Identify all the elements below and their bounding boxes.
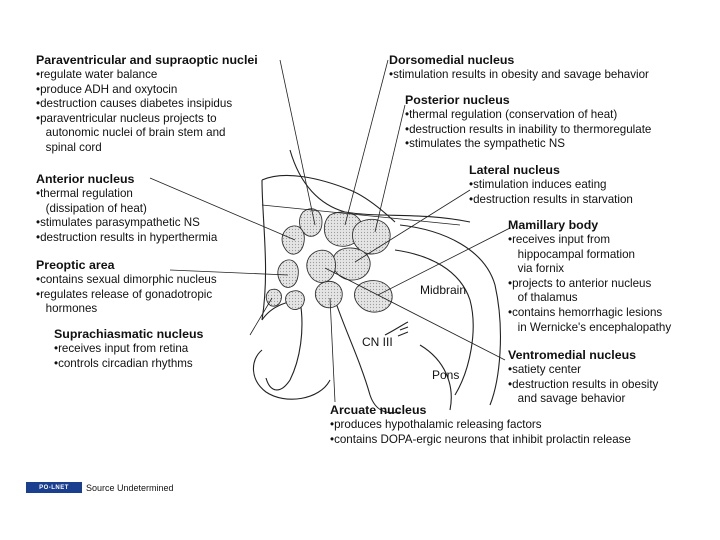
pons-outline (419, 344, 452, 411)
paraventricular-cont: autonomic nuclei of brain stem and (45, 126, 226, 140)
mamillary-item: receives input from (508, 233, 671, 248)
leader-mamillary (377, 227, 511, 296)
leader-ventromedial (324, 267, 506, 361)
pons-label: Pons (432, 368, 460, 382)
paraventricular-item: regulate water balance (36, 68, 258, 83)
suprachiasmatic-item: controls circadian rhythms (54, 357, 203, 372)
pituitary-outline (252, 349, 331, 400)
annotation-preoptic: Preoptic area contains sexual dimorphic … (36, 258, 217, 317)
dorsomedial-item: stimulation results in obesity and savag… (389, 68, 649, 83)
source-logo: PO-LNET (26, 482, 82, 493)
nucleus-ventromedial (306, 249, 336, 283)
annotation-posterior: Posterior nucleus thermal regulation (co… (405, 93, 651, 152)
anterior-item: stimulates parasympathetic NS (36, 216, 217, 231)
infundibulum (265, 299, 303, 391)
annotation-suprachiasmatic: Suprachiasmatic nucleus receives input f… (54, 327, 203, 371)
paraventricular-cont: spinal cord (45, 140, 102, 154)
paraventricular-item: produce ADH and oxytocin (36, 83, 258, 98)
annotation-arcuate: Arcuate nucleus produces hypothalamic re… (330, 403, 631, 447)
mamillary-title: Mamillary body (508, 218, 599, 232)
ventromedial-cont: and savage behavior (517, 392, 626, 406)
leader-suprachiasmatic (249, 297, 273, 336)
ventromedial-item: satiety center (508, 363, 658, 378)
footer: PO-LNET Source Undetermined (26, 482, 174, 493)
mamillary-cont: of thalamus (517, 291, 578, 305)
posterior-title: Posterior nucleus (405, 93, 510, 107)
cn3-tick (397, 326, 409, 337)
preoptic-item: contains sexual dimorphic nucleus (36, 273, 217, 288)
preoptic-cont: hormones (45, 302, 98, 316)
nucleus-paraventricular (299, 208, 323, 237)
ventromedial-item: destruction results in obesity (508, 378, 658, 393)
nucleus-supraoptic (285, 290, 305, 310)
suprachiasmatic-item: receives input from retina (54, 342, 203, 357)
leader-posterior (374, 104, 406, 233)
midbrain-outline (399, 224, 501, 406)
annotation-ventromedial: Ventromedial nucleus satiety center dest… (508, 348, 658, 407)
nucleus-lateral (332, 247, 371, 281)
mamillary-cont: via fornix (517, 262, 565, 276)
anterior-cont: (dissipation of heat) (45, 201, 147, 215)
leader-paraventricular (279, 59, 316, 226)
posterior-item: thermal regulation (conservation of heat… (405, 108, 651, 123)
annotation-paraventricular: Paraventricular and supraoptic nuclei re… (36, 53, 258, 156)
paraventricular-title: Paraventricular and supraoptic nuclei (36, 53, 258, 67)
brainstem-line (334, 299, 401, 414)
paraventricular-item: paraventricular nucleus projects to (36, 112, 258, 127)
ventromedial-title: Ventromedial nucleus (508, 348, 637, 362)
leader-hypothalamus-sulcus (261, 204, 461, 226)
annotation-anterior: Anterior nucleus thermal regulation (dis… (36, 172, 217, 245)
anterior-title: Anterior nucleus (36, 172, 135, 186)
preoptic-title: Preoptic area (36, 258, 115, 272)
mamillary-item: projects to anterior nucleus (508, 277, 671, 292)
annotation-lateral: Lateral nucleus stimulation induces eati… (469, 163, 633, 207)
nucleus-posterior (352, 218, 391, 255)
fornix-outline (261, 174, 396, 223)
leader-preoptic (169, 269, 289, 276)
lateral-title: Lateral nucleus (469, 163, 560, 177)
anterior-item: destruction results in hyperthermia (36, 231, 217, 246)
leader-arcuate (329, 297, 336, 403)
mamillary-cont: in Wernicke's encephalopathy (517, 320, 672, 334)
arcuate-item: produces hypothalamic releasing factors (330, 418, 631, 433)
nucleus-arcuate (314, 281, 343, 309)
lateral-item: stimulation induces eating (469, 178, 633, 193)
nucleus-anterior (281, 225, 305, 255)
midbrain-label: Midbrain (420, 283, 467, 297)
preoptic-item: regulates release of gonadotropic (36, 288, 217, 303)
leader-dorsomedial (344, 59, 389, 226)
mamillary-cont: hippocampal formation (517, 247, 635, 261)
source-text: Source Undetermined (86, 482, 174, 493)
leader-lateral (354, 189, 471, 263)
paraventricular-item: destruction causes diabetes insipidus (36, 97, 258, 112)
arcuate-title: Arcuate nucleus (330, 403, 427, 417)
cn3-label: CN III (362, 335, 393, 349)
posterior-item: stimulates the sympathetic NS (405, 137, 651, 152)
annotation-mamillary: Mamillary body receives input from hippo… (508, 218, 671, 335)
annotation-dorsomedial: Dorsomedial nucleus stimulation results … (389, 53, 649, 83)
lateral-item: destruction results in starvation (469, 193, 633, 208)
anterior-item: thermal regulation (36, 187, 217, 202)
cn3-nerve (384, 321, 409, 336)
posterior-item: destruction results in inability to ther… (405, 123, 651, 138)
nucleus-preoptic (277, 259, 299, 288)
dorsomedial-title: Dorsomedial nucleus (389, 53, 515, 67)
midbrain-inner (394, 249, 474, 396)
suprachiasmatic-title: Suprachiasmatic nucleus (54, 327, 204, 341)
mamillary-item: contains hemorrhagic lesions (508, 306, 671, 321)
lamina-terminalis (261, 179, 267, 321)
mamillary-body (354, 280, 393, 313)
arcuate-item: contains DOPA-ergic neurons that inhibit… (330, 433, 631, 448)
